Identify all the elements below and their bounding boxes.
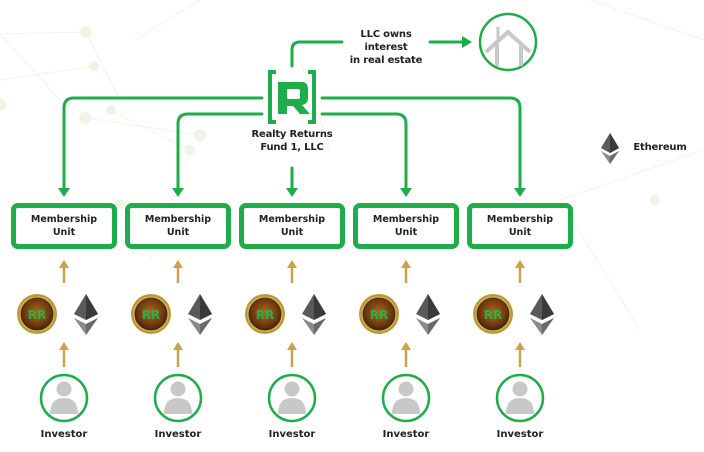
column-2: RR — [131, 260, 212, 423]
background-network — [0, 0, 704, 331]
membership-unit-line1: Membership — [30, 214, 98, 225]
column-1: RR — [17, 260, 98, 423]
background-nodes — [0, 26, 660, 209]
membership-unit-line2: Unit — [280, 227, 304, 238]
arrow-investor-to-token — [287, 342, 297, 367]
ethereum-icon — [188, 294, 212, 335]
house-icon — [478, 12, 538, 72]
arrow-investor-to-token — [59, 342, 69, 367]
rr-token-coin-icon: RR — [17, 294, 57, 334]
ethereum-icon — [530, 294, 554, 335]
investor-label: Investor — [40, 429, 88, 440]
token-text: RR — [28, 308, 46, 322]
fund-name-line1: Realty Returns — [251, 129, 333, 140]
fund-arrowheads — [58, 36, 526, 197]
ethereum-icon — [416, 294, 440, 335]
arrow-investor-to-token — [173, 342, 183, 367]
membership-unit-line2: Unit — [394, 227, 418, 238]
membership-unit-line1: Membership — [144, 214, 212, 225]
membership-unit-line2: Unit — [166, 227, 190, 238]
real-estate-label-line1: LLC owns interest — [360, 29, 412, 53]
realty-returns-logo-icon — [268, 70, 316, 124]
membership-unit-line2: Unit — [508, 227, 532, 238]
rr-token-coin-icon: RR — [473, 294, 513, 334]
investor-avatar-icon — [153, 373, 203, 423]
token-text: RR — [142, 308, 160, 322]
column-5: RR — [473, 260, 554, 423]
fund-name: Realty Returns Fund 1, LLC — [242, 128, 342, 154]
arrow-investor-to-token — [401, 342, 411, 367]
rr-token-coin-icon: RR — [245, 294, 285, 334]
arrow-investor-to-token — [515, 342, 525, 367]
investor-label: Investor — [154, 429, 202, 440]
ethereum-icon — [302, 294, 326, 335]
arrow-token-to-unit — [173, 260, 183, 283]
membership-unit-line1: Membership — [486, 214, 554, 225]
column-3: RR — [245, 260, 326, 423]
arrow-token-to-unit — [401, 260, 411, 283]
investor-label: Investor — [382, 429, 430, 440]
investor-avatar-icon — [381, 373, 431, 423]
arrow-token-to-unit — [515, 260, 525, 283]
investor-label: Investor — [496, 429, 544, 440]
real-estate-label: LLC owns interest in real estate — [340, 28, 432, 67]
token-text: RR — [484, 308, 502, 322]
token-text: RR — [370, 308, 388, 322]
investor-avatar-icon — [39, 373, 89, 423]
arrow-token-to-unit — [59, 260, 69, 283]
investor-avatar-icon — [267, 373, 317, 423]
investor-label: Investor — [268, 429, 316, 440]
token-text: RR — [256, 308, 274, 322]
arrow-token-to-unit — [287, 260, 297, 283]
ethereum-icon — [74, 294, 98, 335]
legend-ethereum-label: Ethereum — [633, 142, 687, 153]
fund-connectors — [62, 40, 522, 190]
column-4: RR — [359, 260, 440, 423]
membership-unit-line2: Unit — [52, 227, 76, 238]
real-estate-label-line2: in real estate — [349, 55, 423, 66]
membership-unit-line1: Membership — [372, 214, 440, 225]
investor-avatar-icon — [495, 373, 545, 423]
legend-ethereum-icon — [601, 133, 619, 164]
fund-name-line2: Fund 1, LLC — [260, 142, 324, 153]
rr-token-coin-icon: RR — [131, 294, 171, 334]
membership-unit-line1: Membership — [258, 214, 326, 225]
rr-token-coin-icon: RR — [359, 294, 399, 334]
